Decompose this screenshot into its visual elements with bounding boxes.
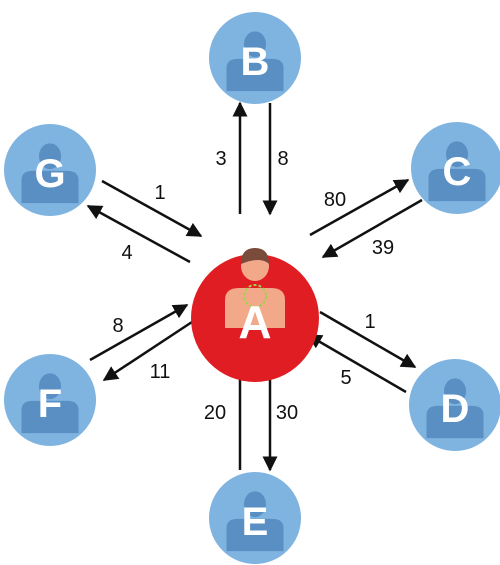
node-e: E (209, 472, 301, 564)
node-label: A (238, 296, 271, 348)
edge-label-c-a: 39 (372, 237, 394, 259)
node-d: D (409, 359, 500, 451)
edge-label-g-a: 1 (154, 182, 165, 204)
arrow-a-to-c (309, 178, 410, 237)
node-c: C (411, 122, 500, 214)
node-f: F (4, 354, 96, 446)
arrow-d-to-a (306, 333, 407, 394)
edge-label-a-c: 80 (324, 189, 346, 211)
edge-label-a-e: 30 (276, 402, 298, 424)
node-label: D (441, 387, 470, 431)
person-icon (226, 31, 284, 92)
edge-label-a-f: 11 (150, 361, 171, 383)
edge-label-e-a: 20 (204, 402, 226, 424)
edge-label-f-a: 8 (112, 315, 123, 337)
node-b: B (209, 12, 301, 104)
edge-label-a-d: 1 (364, 311, 375, 333)
person-icon (226, 491, 284, 552)
arrow-a-to-f (102, 318, 196, 382)
edge-label-d-a: 5 (340, 367, 351, 389)
node-a: A (191, 248, 319, 382)
person-icon (428, 141, 486, 202)
arrow-c-to-a (321, 198, 423, 259)
edge-label-b-a: 8 (277, 148, 288, 170)
person-icon (426, 378, 484, 439)
arrow-f-to-a (89, 303, 189, 362)
edge-label-a-g: 4 (121, 242, 132, 264)
edge-label-a-b: 3 (215, 148, 226, 170)
patient-icon (225, 248, 285, 328)
node-label: E (242, 500, 269, 544)
arrow-a-to-d (319, 310, 417, 369)
node-label: G (34, 152, 65, 196)
node-g: G (4, 124, 96, 216)
node-label: C (443, 150, 472, 194)
node-label: F (38, 382, 62, 426)
nodes-layer: B C D E F G A (4, 12, 500, 564)
arrow-a-to-g (86, 204, 191, 264)
node-label: B (241, 40, 270, 84)
person-icon (21, 373, 79, 434)
person-icon (21, 143, 79, 204)
arrow-g-to-a (101, 179, 203, 238)
